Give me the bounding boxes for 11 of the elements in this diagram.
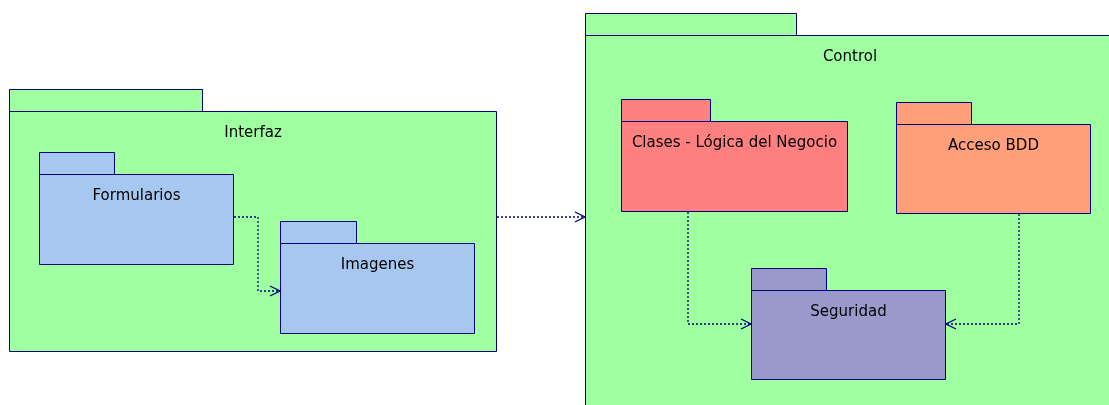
package-label: Interfaz: [223, 123, 283, 141]
package-label: Control: [821, 47, 879, 65]
dependency-arrow: [945, 213, 1020, 330]
package-label: Clases - Lógica del Negocio: [630, 133, 839, 151]
dependency-arrow: [233, 216, 281, 297]
package-label: Seguridad: [809, 302, 888, 320]
dependency-arrow: [496, 211, 586, 223]
package-label: Imagenes: [339, 255, 416, 273]
dependency-arrow: [687, 211, 752, 330]
package-label: Acceso BDD: [947, 136, 1040, 154]
package-label: Formularios: [91, 186, 182, 204]
